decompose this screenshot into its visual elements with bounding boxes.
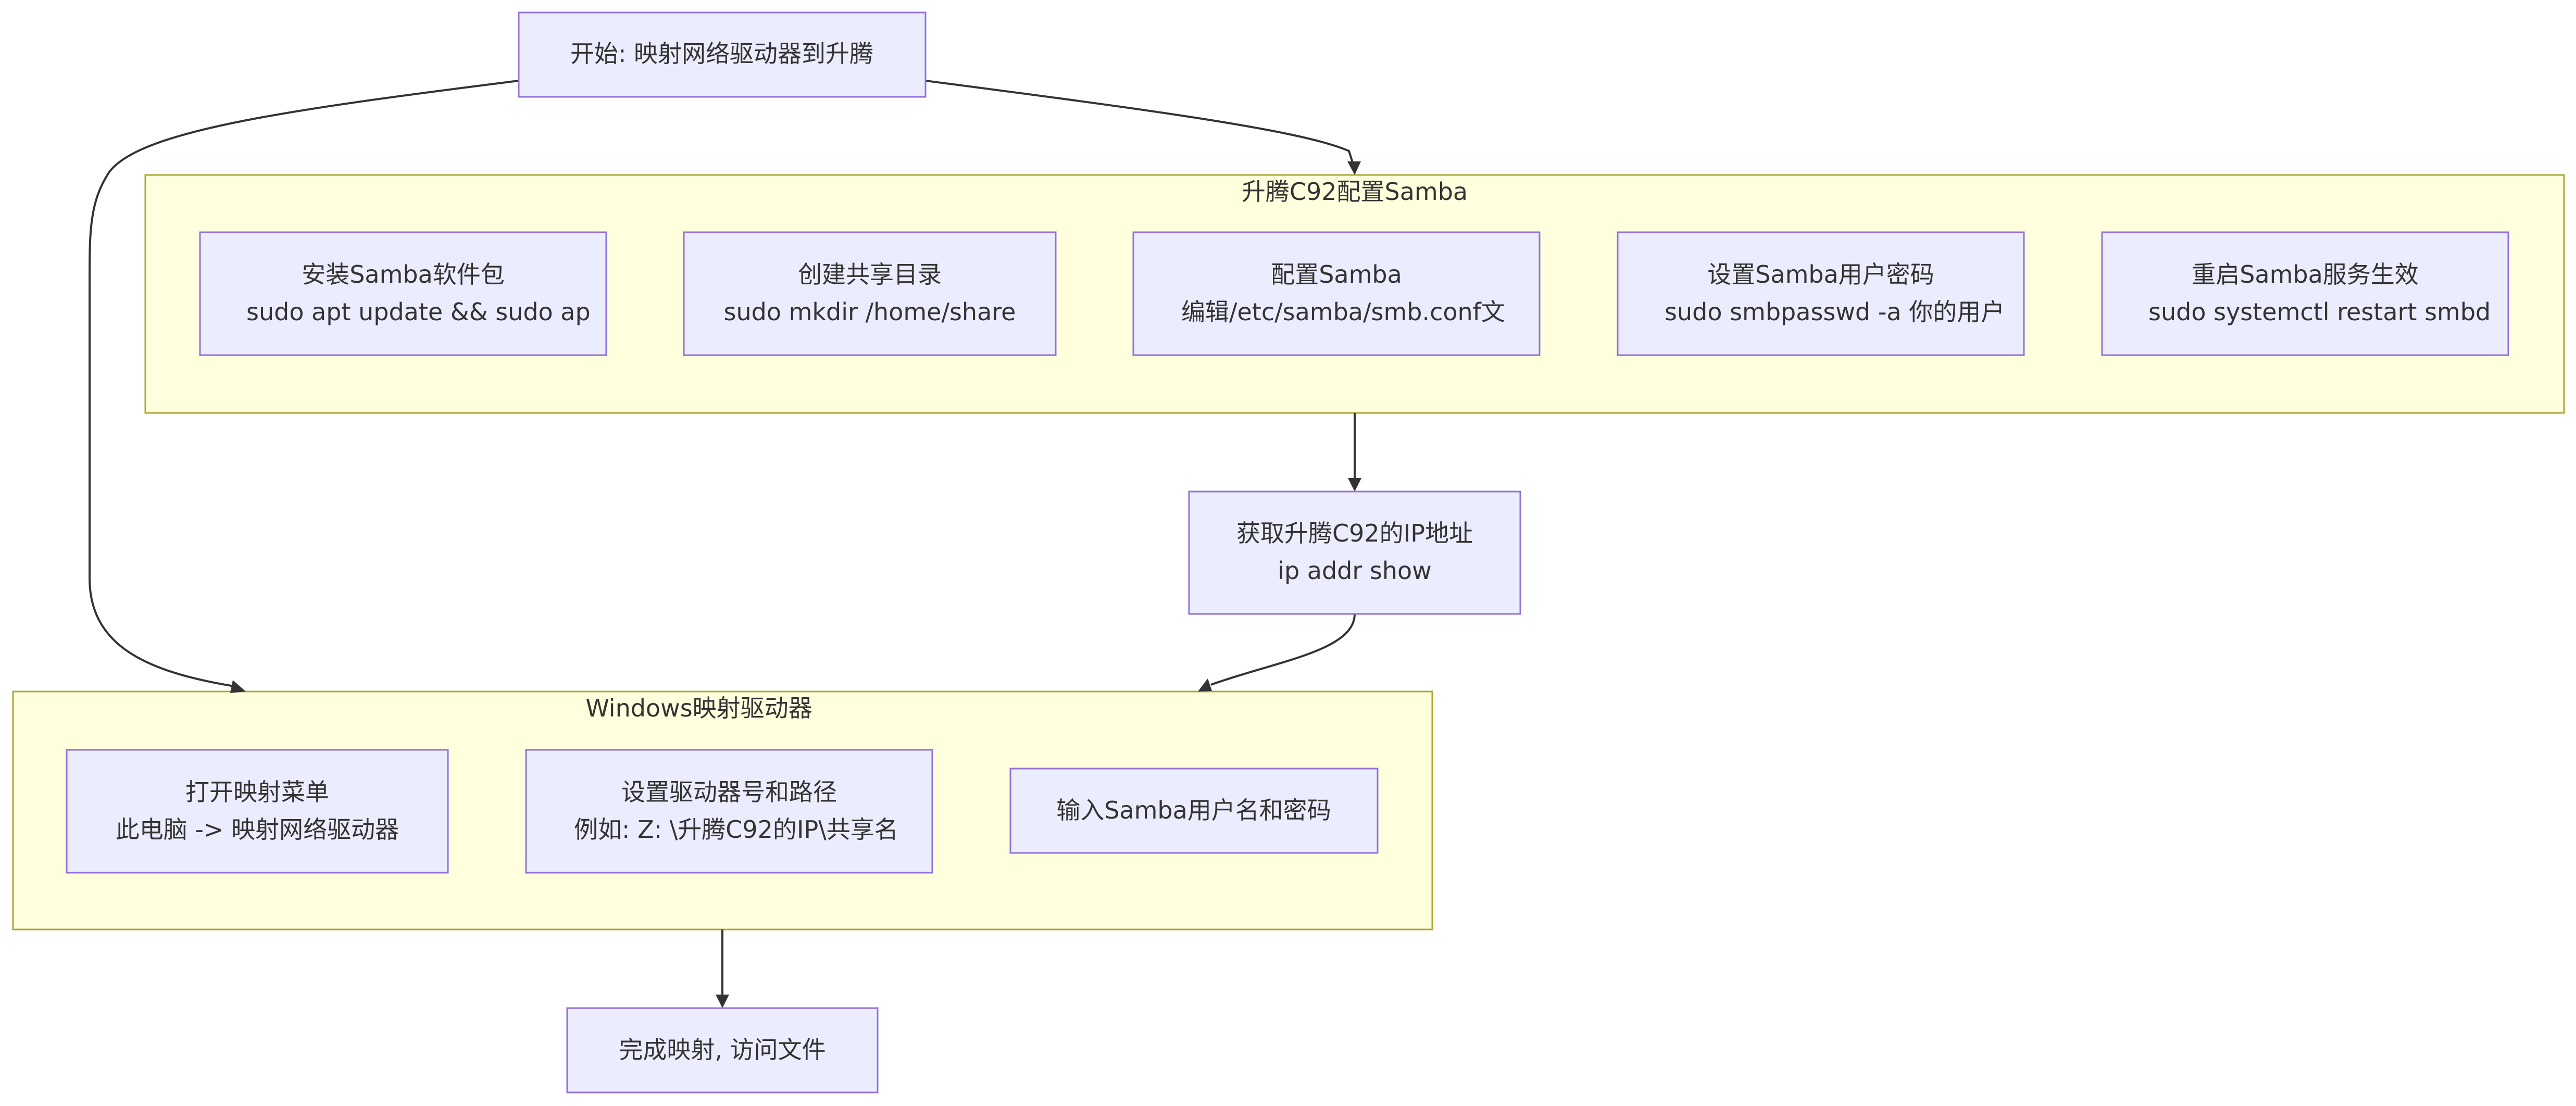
node-start-box — [518, 11, 927, 98]
node-get-ip-box — [1188, 491, 1521, 615]
node-finish-box — [566, 1007, 879, 1094]
node-restart-samba-title: 重启Samba服务生效 — [2192, 260, 2419, 288]
node-configure-samba-detail: 编辑/etc/samba/smb.conf文 — [1181, 298, 1505, 326]
node-configure-samba: 配置Samba 编辑/etc/samba/smb.conf文 — [1132, 231, 1541, 356]
node-set-samba-password-command: sudo smbpasswd -a 你的用户 — [1665, 298, 2005, 326]
node-configure-samba-box — [1132, 231, 1541, 356]
cluster-windows-map-title: Windows映射驱动器 — [585, 694, 812, 722]
node-set-drive-path-box — [525, 749, 933, 874]
node-create-share-dir: 创建共享目录 sudo mkdir /home/share — [683, 231, 1057, 356]
edge-getip-to-windows — [1210, 613, 1356, 686]
node-restart-samba: 重启Samba服务生效 sudo systemctl restart smbd — [2101, 231, 2509, 356]
node-enter-credentials-box — [1009, 768, 1379, 854]
node-install-samba: 安装Samba软件包 sudo apt update && sudo ap — [199, 231, 607, 356]
arrowhead-getip-to-windows — [1198, 678, 1212, 692]
node-finish-label: 完成映射, 访问文件 — [619, 1036, 826, 1064]
node-get-ip-command: ip addr show — [1278, 557, 1432, 585]
arrowhead-samba-to-getip — [1348, 478, 1361, 492]
node-set-samba-password: 设置Samba用户密码 sudo smbpasswd -a 你的用户 — [1617, 231, 2025, 356]
node-install-samba-title: 安装Samba软件包 — [302, 260, 505, 288]
node-create-share-dir-box — [683, 231, 1057, 356]
node-get-ip: 获取升腾C92的IP地址 ip addr show — [1188, 491, 1521, 615]
node-configure-samba-title: 配置Samba — [1271, 260, 1402, 288]
node-open-map-menu-box — [66, 749, 449, 874]
node-install-samba-command: sudo apt update && sudo ap — [246, 298, 591, 326]
arrowhead-start-to-samba — [1347, 161, 1361, 175]
node-set-samba-password-box — [1617, 231, 2025, 356]
node-set-drive-path-example: 例如: Z: \升腾C92的IP\共享名 — [574, 815, 898, 844]
node-create-share-dir-command: sudo mkdir /home/share — [724, 298, 1016, 326]
node-install-samba-box — [199, 231, 607, 356]
node-start-label: 开始: 映射网络驱动器到升腾 — [570, 40, 873, 68]
edges — [88, 80, 1361, 1008]
node-restart-samba-box — [2101, 231, 2509, 356]
node-open-map-menu-path: 此电脑 -> 映射网络驱动器 — [116, 815, 399, 844]
node-enter-credentials: 输入Samba用户名和密码 — [1009, 768, 1379, 854]
node-set-drive-path: 设置驱动器号和路径 例如: Z: \升腾C92的IP\共享名 — [525, 749, 933, 874]
node-open-map-menu-title: 打开映射菜单 — [185, 778, 329, 806]
arrowhead-windows-to-finish — [716, 995, 729, 1008]
node-set-samba-password-title: 设置Samba用户密码 — [1707, 260, 1934, 288]
node-restart-samba-command: sudo systemctl restart smbd — [2148, 298, 2491, 326]
edge-start-to-windows — [88, 80, 519, 687]
arrowhead-start-to-windows — [230, 680, 246, 693]
node-enter-credentials-label: 输入Samba用户名和密码 — [1056, 796, 1331, 824]
cluster-samba-config-title: 升腾C92配置Samba — [1242, 178, 1468, 206]
node-open-map-menu: 打开映射菜单 此电脑 -> 映射网络驱动器 — [66, 749, 449, 874]
edge-start-to-samba — [925, 80, 1354, 165]
node-finish: 完成映射, 访问文件 — [566, 1007, 879, 1094]
node-get-ip-title: 获取升腾C92的IP地址 — [1236, 519, 1473, 547]
node-start: 开始: 映射网络驱动器到升腾 — [518, 11, 927, 98]
node-create-share-dir-title: 创建共享目录 — [798, 260, 942, 288]
node-set-drive-path-title: 设置驱动器号和路径 — [621, 778, 837, 806]
